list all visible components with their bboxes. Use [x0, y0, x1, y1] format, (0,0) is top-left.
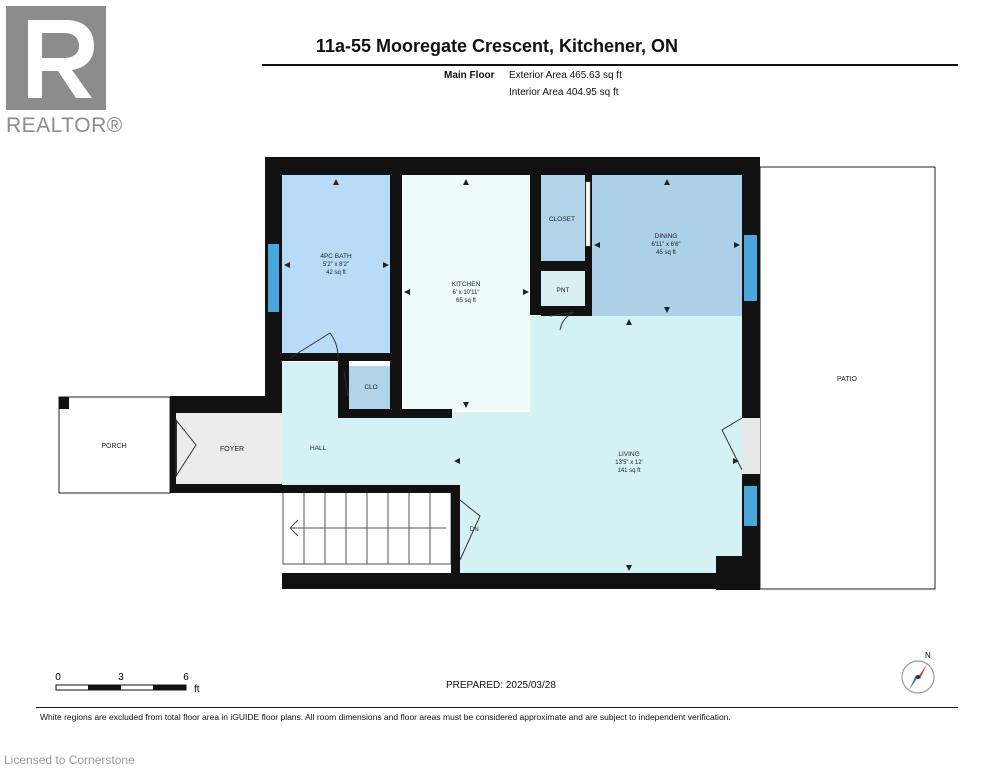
dining-label: DINING [655, 233, 678, 240]
title-divider [262, 64, 958, 66]
porch-post [59, 397, 69, 409]
bath-label: 4PC BATH [320, 253, 352, 260]
license-watermark: Licensed to Cornerstone [4, 753, 135, 767]
dining-area-text: 45 sq ft [656, 250, 676, 256]
dimension-arrows [284, 179, 740, 571]
kitchen-label: KITCHEN [452, 281, 481, 288]
page-title: 11a-55 Mooregate Crescent, Kitchener, ON [315, 36, 679, 56]
realtor-logo: REALTOR® [4, 6, 122, 137]
compass-north-label: N [925, 651, 931, 660]
closet-label: CLOSET [549, 216, 575, 223]
windows [268, 235, 757, 526]
porch-area [58, 396, 171, 494]
dining-area [592, 175, 742, 316]
living-hall-area [282, 316, 742, 573]
living-dims: 13'5" x 12' [615, 460, 642, 466]
kitchen-area [402, 175, 530, 409]
living-label: LIVING [618, 451, 639, 458]
doors [175, 311, 760, 561]
clo-area [349, 366, 392, 410]
kitchen-dims: 6' x 10'11" [453, 290, 480, 296]
pantry-area [541, 271, 585, 307]
living-area-text: 141 sq ft [617, 468, 640, 474]
scale-label-6: 6 [183, 672, 189, 683]
stairs-label: DN [470, 527, 479, 533]
patio-label: PATIO [837, 376, 858, 383]
stair-arrow [289, 519, 299, 537]
scale-unit: ft [194, 684, 200, 695]
scale-label-0: 0 [55, 672, 61, 683]
disclaimer: White regions are excluded from total fl… [40, 712, 731, 722]
interior-area: Interior Area 404.95 sq ft [509, 87, 619, 98]
scale-label-3: 3 [118, 672, 124, 683]
footer-divider [36, 707, 958, 708]
prepared-date: PREPARED: 2025/03/28 [446, 680, 556, 691]
hall-label: HALL [310, 445, 327, 452]
realtor-r-logo-icon [6, 6, 106, 110]
pantry-label: PNT [557, 287, 570, 294]
bath-area [282, 175, 390, 355]
compass-icon: N [898, 650, 942, 694]
foyer-label: FOYER [220, 446, 244, 453]
floor-label: Main Floor [444, 70, 495, 81]
realtor-wordmark: REALTOR® [6, 114, 123, 137]
kitchen-area-text: 65 sq ft [456, 298, 476, 304]
bath-dims: 5'2" x 8'2" [323, 262, 349, 268]
clo-label: CLO [364, 384, 377, 391]
closet-door [585, 181, 591, 247]
porch-label: PORCH [101, 443, 126, 450]
bath-area-text: 42 sq ft [326, 270, 346, 276]
scale-bar: 0 3 6 ft [52, 668, 212, 698]
dining-dims: 6'11" x 6'6" [651, 242, 680, 248]
exterior-area: Exterior Area 465.63 sq ft [509, 70, 622, 81]
closet-area [541, 175, 585, 261]
patio-area [759, 166, 936, 590]
